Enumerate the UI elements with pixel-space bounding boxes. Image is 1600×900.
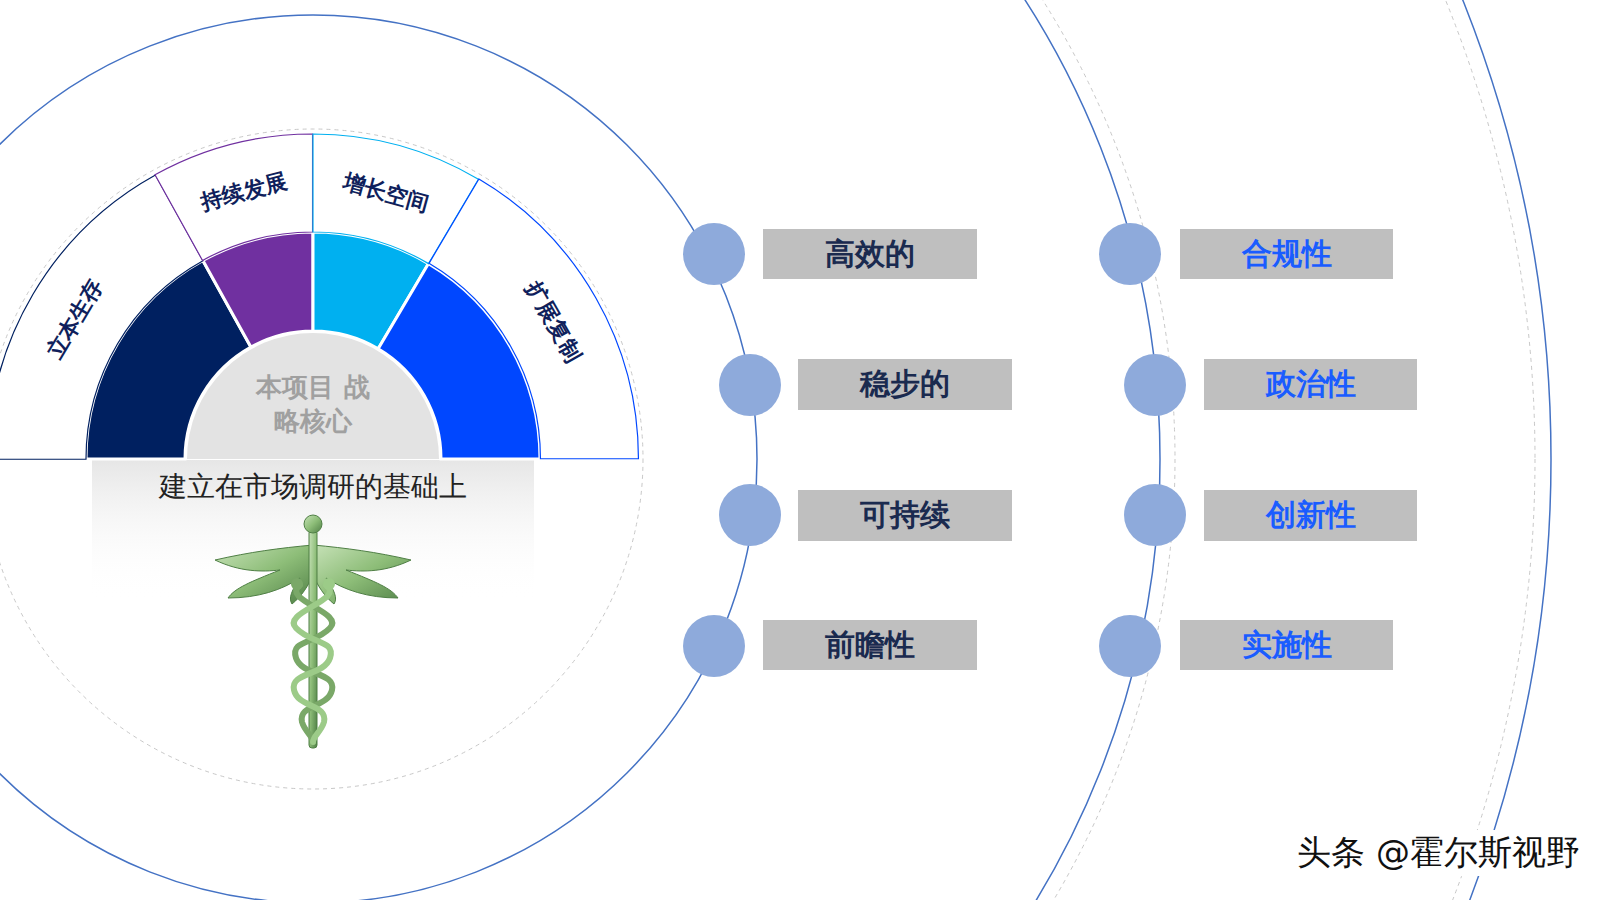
bullet-dot [719,354,781,416]
ring-sector: 立本生存 [0,172,206,462]
outer-ring [0,15,757,900]
foundation-note: 建立在市场调研的基础上 [155,468,471,506]
attribute-box: 实施性 [1180,620,1393,670]
attribute-box: 可持续 [798,490,1012,541]
attribute-label: 高效的 [825,234,915,275]
attribute-label: 前瞻性 [825,625,915,666]
attribute-label: 合规性 [1242,234,1332,275]
caduceus [215,515,411,748]
dashed-ring [0,0,1535,900]
attribute-label: 实施性 [1242,625,1332,666]
attribute-box: 创新性 [1204,490,1417,541]
attribute-label: 可持续 [860,495,950,536]
bullet-dot [683,223,745,285]
core-label: 本项目 战略核心 [248,371,378,439]
attribute-box: 高效的 [763,229,977,279]
sector-path [429,179,638,459]
bullet-dot [1124,484,1186,546]
attribute-box: 稳步的 [798,359,1012,410]
bullets [683,223,1186,677]
attribute-label: 政治性 [1266,364,1356,405]
sector-outline [0,172,206,462]
semicircle-fill [187,333,439,459]
snake-head [291,578,303,590]
bullet-dot [1124,354,1186,416]
snake [294,585,331,742]
snake-head [323,578,335,590]
attribute-label: 稳步的 [860,364,950,405]
outer-ring [0,0,1551,900]
core-semicircle: 本项目 战略核心 [187,333,439,459]
staff-knob [304,515,322,533]
bullet-dot [1099,615,1161,677]
sector-path [0,175,203,459]
ring-sector: 扩展复制 [426,176,641,462]
watermark: 头条 @霍尔斯视野 [1293,830,1584,876]
ring-sector: 持续发展 [152,131,316,263]
bullet-dot [1099,223,1161,285]
outer-ring [0,0,1160,900]
dashed-ring [0,129,643,789]
attribute-label: 创新性 [1266,495,1356,536]
attribute-box: 合规性 [1180,229,1393,279]
bullet-dot [719,484,781,546]
bullet-dot [683,615,745,677]
sector-path [155,134,313,260]
attribute-box: 政治性 [1204,359,1417,410]
attribute-box: 前瞻性 [763,620,977,670]
dashed-ring [0,0,1175,900]
